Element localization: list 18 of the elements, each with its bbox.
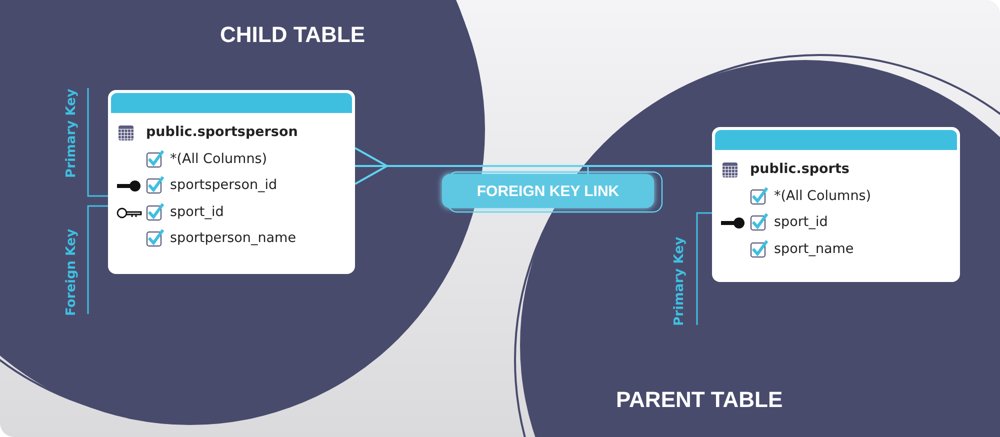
column-name: *(All Columns) [170, 150, 268, 166]
section-heading: PARENT TABLE [616, 387, 783, 413]
key-label: Foreign Key [64, 228, 79, 316]
column-name: sportperson_name [170, 230, 296, 246]
column-name: sportsperson_id [170, 177, 278, 193]
column-name: *(All Columns) [774, 188, 872, 204]
column-name: sport_id [774, 214, 828, 230]
table-card [712, 127, 960, 282]
key-label: Primary Key [64, 88, 79, 178]
relationship-connector [354, 147, 712, 185]
section-heading: CHILD TABLE [220, 22, 366, 48]
column-name: sport_id [170, 204, 224, 220]
table-name: public.sportsperson [146, 124, 298, 140]
key-label: Primary Key [672, 236, 687, 326]
column-name: sport_name [774, 240, 854, 256]
table-name: public.sports [750, 161, 850, 177]
edge-label: FOREIGN KEY LINK [442, 174, 654, 208]
table-card [108, 90, 355, 274]
